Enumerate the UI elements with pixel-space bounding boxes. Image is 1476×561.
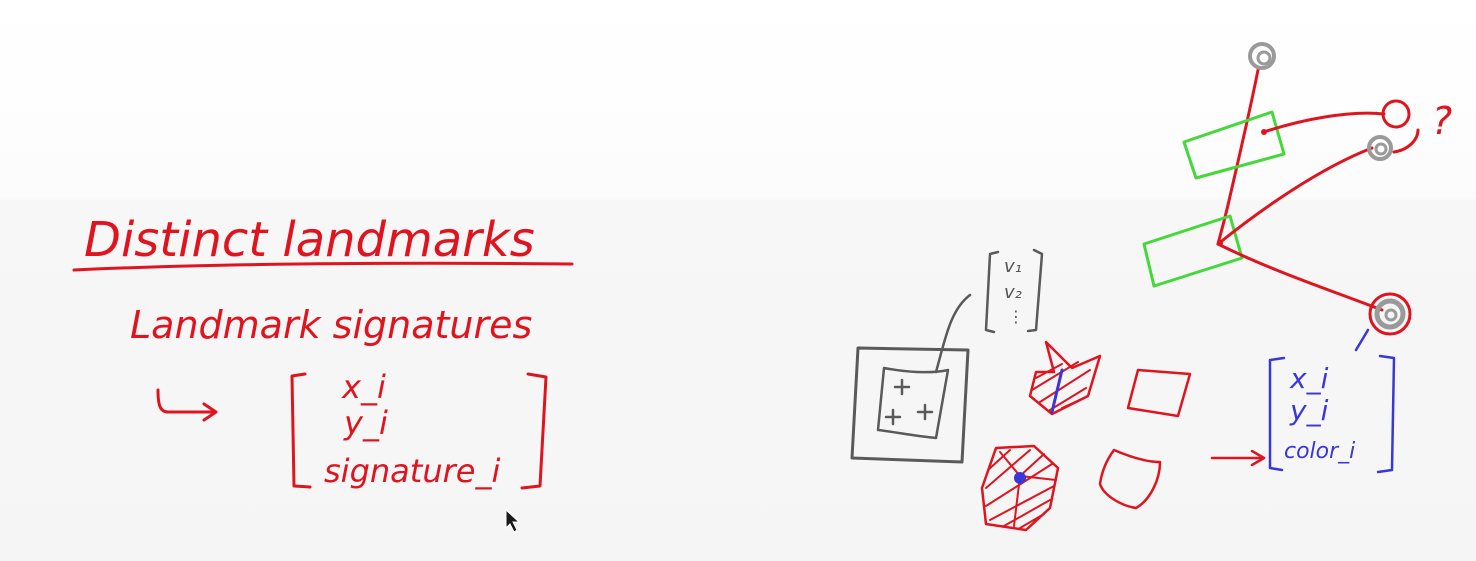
patch-leader-line <box>934 293 972 374</box>
notes-subtitle: Landmark signatures <box>130 303 532 347</box>
patch-vector-more: ⋮ <box>1008 307 1024 326</box>
hatched-patch-2 <box>980 444 1060 532</box>
landmark-top <box>1248 42 1276 70</box>
vector-entry-y: y_i <box>343 404 388 442</box>
patch-vector-v2: v₂ <box>1004 282 1022 303</box>
arrow-to-landmark-vector <box>1210 449 1266 467</box>
image-frame <box>850 346 970 464</box>
patch-outline-square <box>1126 368 1192 418</box>
landmark-middle <box>1367 135 1393 161</box>
patch-2-keypoint <box>1014 472 1026 484</box>
patch-1-edge <box>1050 368 1064 414</box>
vector-entry-signature: signature_i <box>324 452 500 490</box>
landmark-unknown <box>1381 99 1411 129</box>
observation-ray-2 <box>1216 146 1374 246</box>
observation-ray-1 <box>1262 111 1386 134</box>
right-bracket <box>520 372 548 490</box>
landmark-link <box>1354 328 1370 352</box>
landmark-vector-x: x_i <box>1289 362 1329 395</box>
question-mark: ? <box>1432 99 1452 143</box>
patch-vector: v₁ v₂ ⋮ <box>984 248 1044 334</box>
image-patch <box>876 366 950 440</box>
landmark-vector-y: y_i <box>1289 394 1329 427</box>
mouse-pointer-icon <box>505 508 521 533</box>
landmark-vector-color: color_i <box>1284 439 1355 464</box>
notes-title: Distinct landmarks <box>84 212 535 268</box>
observation-ray-3 <box>1216 242 1384 312</box>
pose-box-upper <box>1182 110 1286 180</box>
left-bracket <box>290 372 312 489</box>
landmark-vector: x_i y_i color_i <box>1268 328 1396 474</box>
title-underline <box>72 261 574 272</box>
signature-vector: x_i y_i signature_i <box>290 368 548 490</box>
robot-path-sketch: ? <box>1142 42 1452 336</box>
vector-entry-x: x_i <box>341 368 386 406</box>
notes-group: Distinct landmarks Landmark signatures x… <box>72 212 574 533</box>
image-patch-sketch <box>850 293 972 464</box>
pose-box-lower <box>1142 214 1244 288</box>
patch-outline-cup <box>1098 448 1162 510</box>
hatched-patch-1 <box>1028 340 1102 416</box>
hooked-arrow-icon <box>156 388 218 422</box>
patch-vector-v1: v₁ <box>1004 256 1022 277</box>
robot-trajectory <box>1216 68 1260 246</box>
landmark-observed <box>1368 292 1412 336</box>
